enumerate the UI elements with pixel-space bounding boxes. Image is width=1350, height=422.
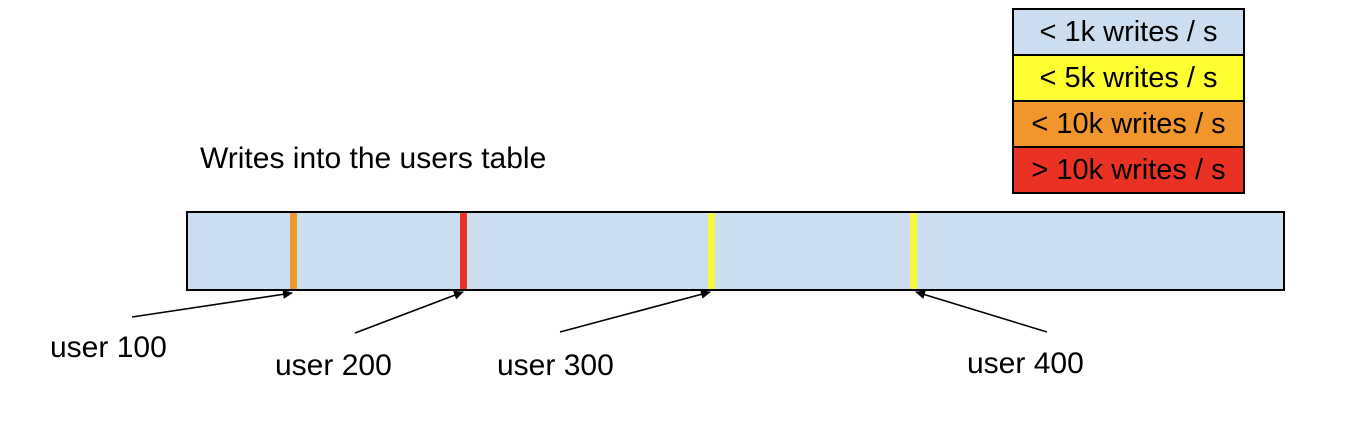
write-hotspot-marker-user-300	[708, 213, 715, 289]
users-table-bar	[186, 211, 1285, 291]
write-hotspot-marker-user-100	[290, 213, 297, 289]
label-user-200: user 200	[275, 349, 392, 382]
legend-item-lt-10k: < 10k writes / s	[1012, 100, 1245, 148]
diagram-title: Writes into the users table	[200, 142, 547, 175]
write-hotspot-marker-user-400	[910, 213, 917, 289]
arrow-user-400	[915, 290, 1048, 333]
arrow-user-100	[131, 289, 293, 318]
legend-item-gt-10k: > 10k writes / s	[1012, 146, 1245, 194]
legend-item-lt-1k: < 1k writes / s	[1012, 8, 1245, 56]
arrow-user-200	[354, 290, 464, 334]
legend: < 1k writes / s < 5k writes / s < 10k wr…	[1012, 8, 1245, 194]
label-user-400: user 400	[967, 347, 1084, 380]
label-user-100: user 100	[50, 331, 167, 364]
label-user-300: user 300	[497, 349, 614, 382]
legend-item-lt-5k: < 5k writes / s	[1012, 54, 1245, 102]
arrow-user-300	[559, 289, 711, 333]
write-hotspot-marker-user-200	[460, 213, 467, 289]
